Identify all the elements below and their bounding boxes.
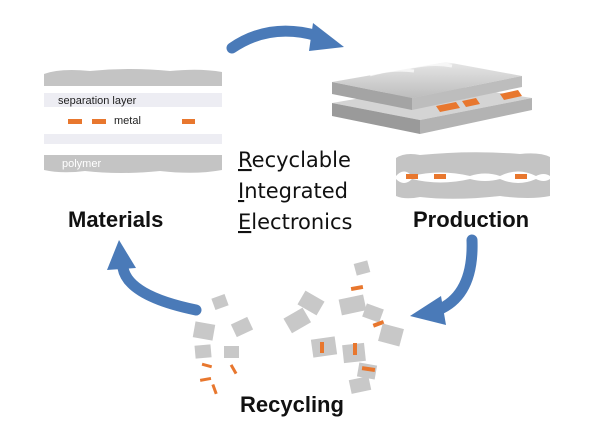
metal-trace	[515, 174, 527, 179]
metal-fragment	[229, 364, 238, 375]
metal-fragment	[211, 383, 218, 395]
center-title-initial-e: E	[238, 210, 251, 234]
center-title: Recyclable Integrated Electronics	[238, 148, 352, 234]
metal-trace	[182, 119, 195, 124]
recycling-title: Recycling	[240, 392, 344, 417]
production-layered-sheet	[332, 59, 532, 134]
arrow-recycling-to-materials	[107, 240, 202, 316]
metal-trace	[462, 98, 480, 107]
metal-fragment	[201, 362, 213, 369]
svg-text:Electronics: Electronics	[238, 210, 352, 234]
metal-fragment	[320, 342, 324, 353]
production-cross-section	[396, 152, 550, 199]
materials-title: Materials	[68, 207, 163, 232]
metal-trace	[92, 119, 106, 124]
metal-label: metal	[114, 115, 141, 127]
polymer-label: polymer	[62, 158, 101, 170]
separation-layer-lower	[44, 134, 222, 144]
metal-fragment	[361, 366, 376, 372]
metal-trace	[500, 90, 522, 100]
production-title: Production	[413, 207, 529, 232]
metal-trace	[436, 102, 460, 112]
metal-fragment	[372, 320, 385, 328]
arrow-materials-to-production	[226, 23, 344, 54]
bottom-polymer-layer	[44, 155, 222, 173]
center-title-initial-i: I	[238, 179, 244, 203]
svg-text:Recyclable: Recyclable	[238, 148, 351, 172]
metal-fragment	[353, 343, 357, 355]
metal-fragment	[199, 376, 212, 382]
materials-layer-stack: separation layer metal polymer	[44, 69, 222, 173]
recycled-fragments-right	[283, 260, 404, 394]
metal-fragment	[350, 284, 364, 292]
metal-trace	[68, 119, 82, 124]
recycled-fragments-left	[192, 293, 254, 395]
metal-trace	[434, 174, 446, 179]
separation-layer-label: separation layer	[58, 95, 137, 107]
metal-trace	[406, 174, 418, 179]
svg-text:Integrated: Integrated	[238, 179, 348, 203]
center-title-initial-r: R	[238, 148, 252, 172]
top-polymer-layer	[44, 69, 222, 86]
separation-layer-upper	[44, 93, 222, 107]
arrow-production-to-recycling	[410, 234, 478, 325]
